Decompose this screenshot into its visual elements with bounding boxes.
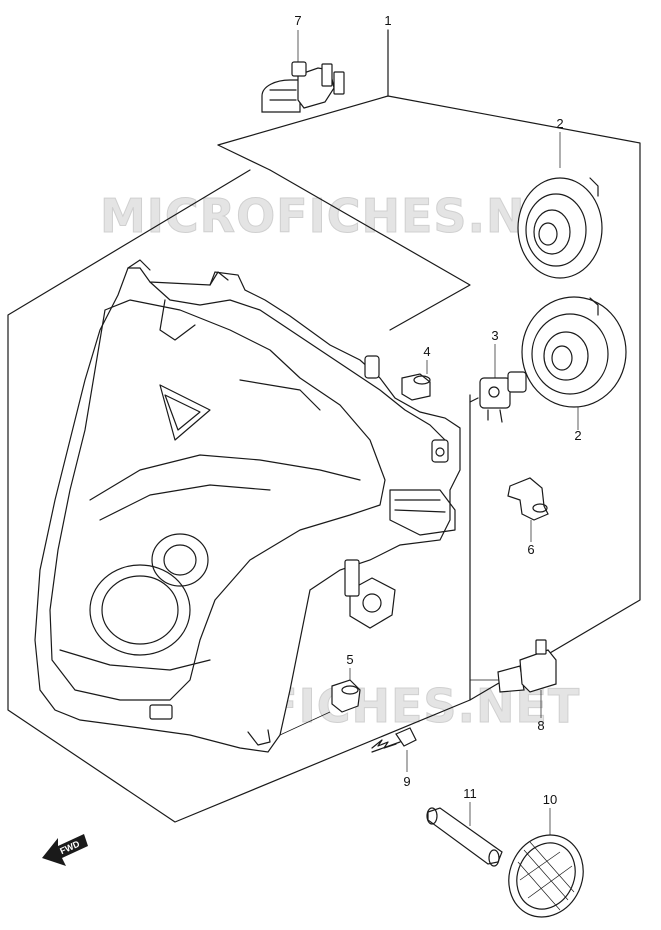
elbow-socket-6 [507,477,549,521]
bolt-11 [426,807,503,867]
reflector-10 [508,834,584,918]
callout-2-upper: 2 [556,116,563,131]
callout-7: 7 [294,13,301,28]
grommet-4 [401,373,431,401]
bulb-8 [497,639,557,693]
cover-2-upper [517,177,603,279]
cover-2-lower [521,296,627,408]
callout-1: 1 [384,13,391,28]
headlamp-housing [34,259,461,753]
callout-2-lower: 2 [574,428,581,443]
callout-labels: 1 2 2 3 4 5 6 7 8 9 10 11 [294,13,581,807]
watermark-top: MICROFICHES.NET [100,189,590,243]
callout-10: 10 [543,792,557,807]
bulb-h4-7 [261,61,345,113]
mount-rubber-5 [331,679,361,713]
callout-8: 8 [537,718,544,733]
callout-4: 4 [423,344,430,359]
callout-5: 5 [346,652,353,667]
callout-9: 9 [403,774,410,789]
socket-3 [469,371,527,423]
callout-6: 6 [527,542,534,557]
callout-11: 11 [463,786,477,801]
screw-9 [371,727,417,753]
assembly-boundary [7,29,641,823]
forward-arrow-icon: FWD [42,834,88,866]
callout-3: 3 [491,328,498,343]
